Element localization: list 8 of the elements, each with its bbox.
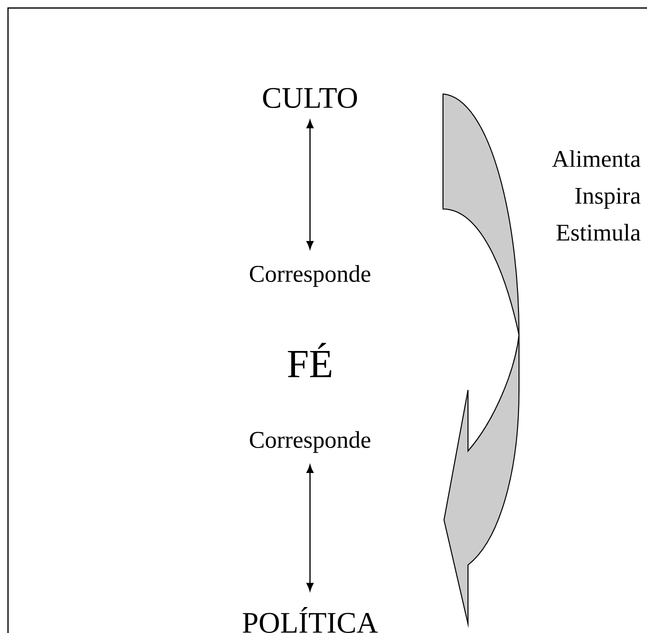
text-label: CULTO [263,88,357,108]
double-arrow [306,120,314,250]
text-label: FÉ [288,342,332,378]
text-label: Corresponde [250,265,370,287]
text-label: POLÍTICA [242,607,378,633]
double-arrow [306,464,314,592]
text-label: Corresponde [250,431,370,453]
side-label: Alimenta Inspira Estimula [552,150,640,241]
